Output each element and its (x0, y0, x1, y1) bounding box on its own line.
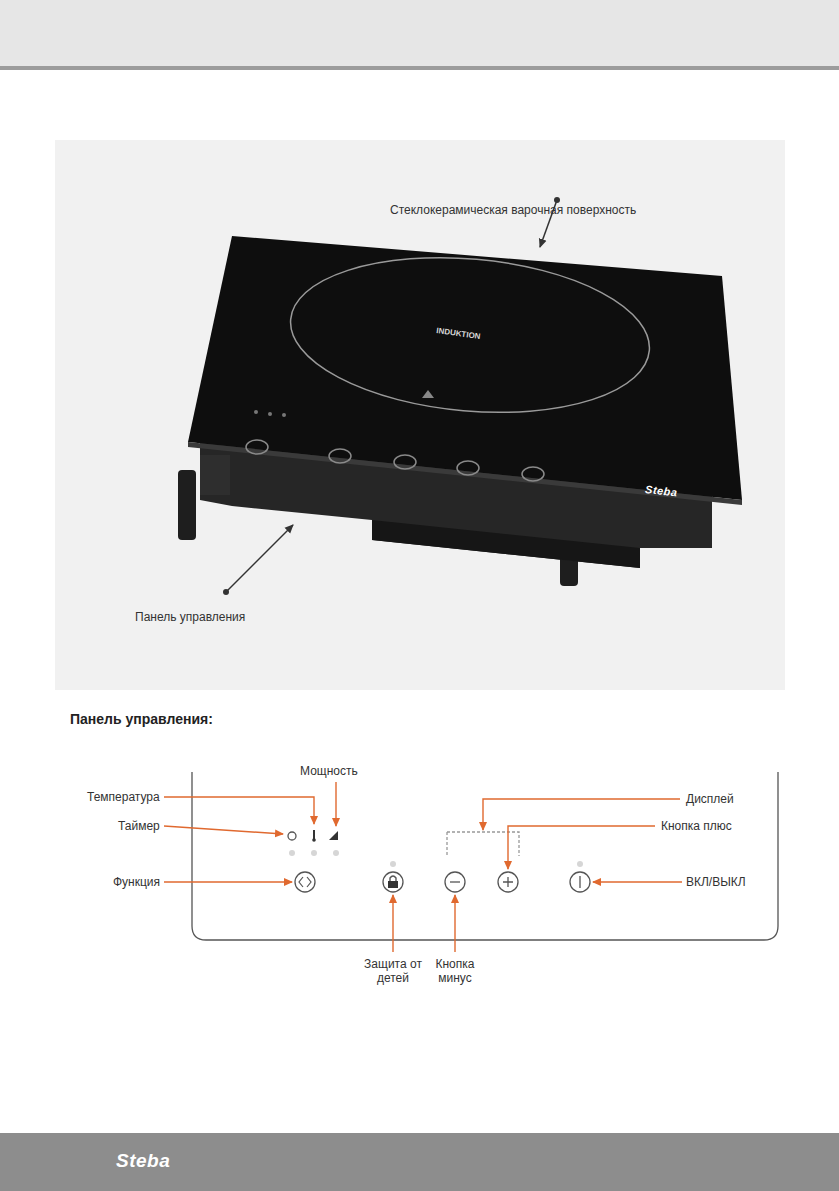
photo-ground (55, 140, 785, 690)
callout-label: Кнопка минус (425, 957, 485, 985)
callout-label: Защита от детей (363, 957, 423, 985)
callout-label: Температура (87, 790, 160, 804)
section-heading: Панель управления: (70, 711, 213, 727)
callout-label: Мощность (300, 764, 358, 778)
part-label: Стеклокерамическая варочная поверхность (390, 203, 636, 217)
leader-line (226, 525, 293, 592)
header-rule (0, 66, 839, 70)
footer-bar (0, 1133, 839, 1191)
callout-label: ВКЛ/ВЫКЛ (686, 875, 746, 889)
header-bar (0, 0, 839, 66)
callout-label: Таймер (118, 819, 160, 833)
footer-logo: Steba (116, 1150, 170, 1172)
hob-illustration (178, 236, 742, 586)
callout-leaders (164, 782, 682, 952)
part-label: Панель управления (135, 610, 245, 624)
callout-label: Дисплей (686, 792, 734, 806)
callout-label: Кнопка плюс (661, 819, 732, 833)
callout-label: Функция (113, 875, 160, 889)
